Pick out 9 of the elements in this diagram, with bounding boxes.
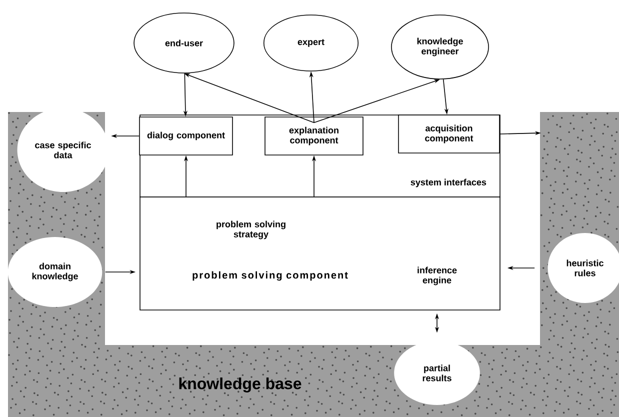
data-blob: domain knowledge — [8, 237, 102, 307]
node-label: partial results — [422, 364, 452, 382]
component-box: explanation component — [264, 116, 364, 156]
problem-solving-box: problem solving strategy problem solving component inference engine — [140, 196, 500, 310]
component-box: dialog component — [139, 116, 233, 156]
data-blob: heuristic rules — [548, 233, 619, 303]
data-blob: partial results — [394, 341, 480, 405]
component-box: acquisition component — [398, 114, 500, 154]
data-blob: case specific data — [17, 108, 109, 192]
